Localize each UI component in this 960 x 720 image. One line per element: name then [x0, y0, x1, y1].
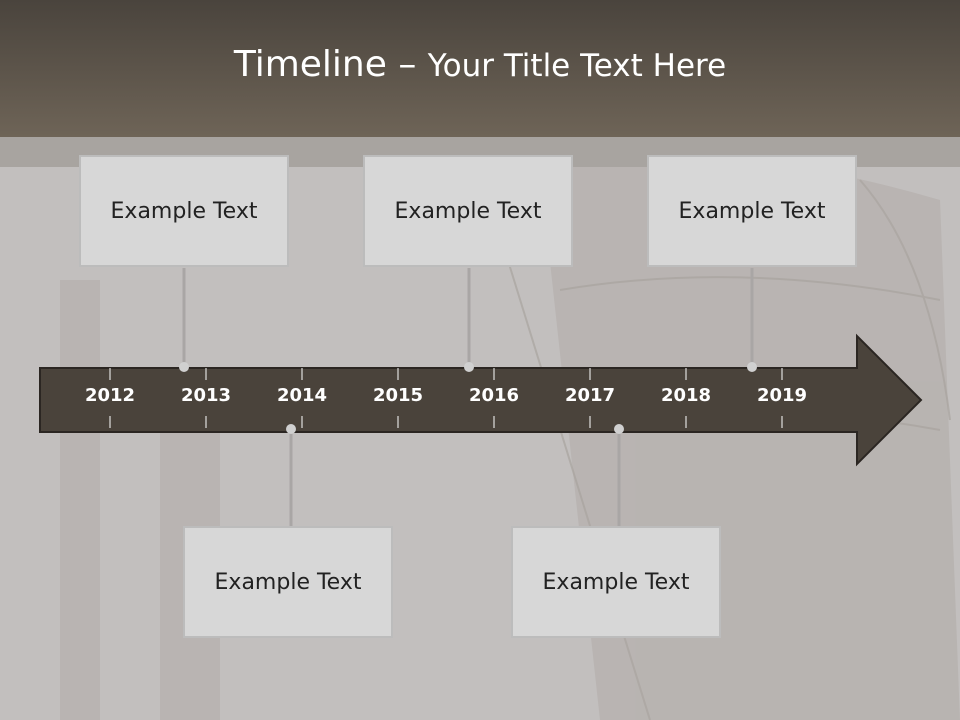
- event-box-bottom-1: Example Text: [183, 526, 393, 638]
- year-label-2014: 2014: [276, 385, 328, 406]
- event-text: Example Text: [110, 198, 258, 224]
- event-box-top-2: Example Text: [363, 155, 573, 267]
- timeline-arrow: [39, 333, 923, 467]
- dot-top-2: [464, 362, 474, 372]
- event-text: Example Text: [542, 569, 690, 595]
- slide-title: Timeline – Your Title Text Here: [0, 44, 960, 85]
- title-main: Timeline: [233, 44, 387, 85]
- year-label-2018: 2018: [660, 385, 712, 406]
- year-label-2019: 2019: [756, 385, 808, 406]
- dot-bottom-1: [286, 424, 296, 434]
- year-label-2012: 2012: [84, 385, 136, 406]
- event-text: Example Text: [214, 569, 362, 595]
- year-label-2017: 2017: [564, 385, 616, 406]
- year-label-2013: 2013: [180, 385, 232, 406]
- event-box-top-1: Example Text: [79, 155, 289, 267]
- title-dash: –: [386, 44, 428, 85]
- event-text: Example Text: [394, 198, 542, 224]
- title-sub: Your Title Text Here: [427, 48, 727, 84]
- dot-bottom-2: [614, 424, 624, 434]
- dot-top-3: [747, 362, 757, 372]
- year-label-2016: 2016: [468, 385, 520, 406]
- event-box-bottom-2: Example Text: [511, 526, 721, 638]
- event-box-top-3: Example Text: [647, 155, 857, 267]
- year-label-2015: 2015: [372, 385, 424, 406]
- dot-top-1: [179, 362, 189, 372]
- title-bar: [0, 0, 960, 137]
- event-text: Example Text: [678, 198, 826, 224]
